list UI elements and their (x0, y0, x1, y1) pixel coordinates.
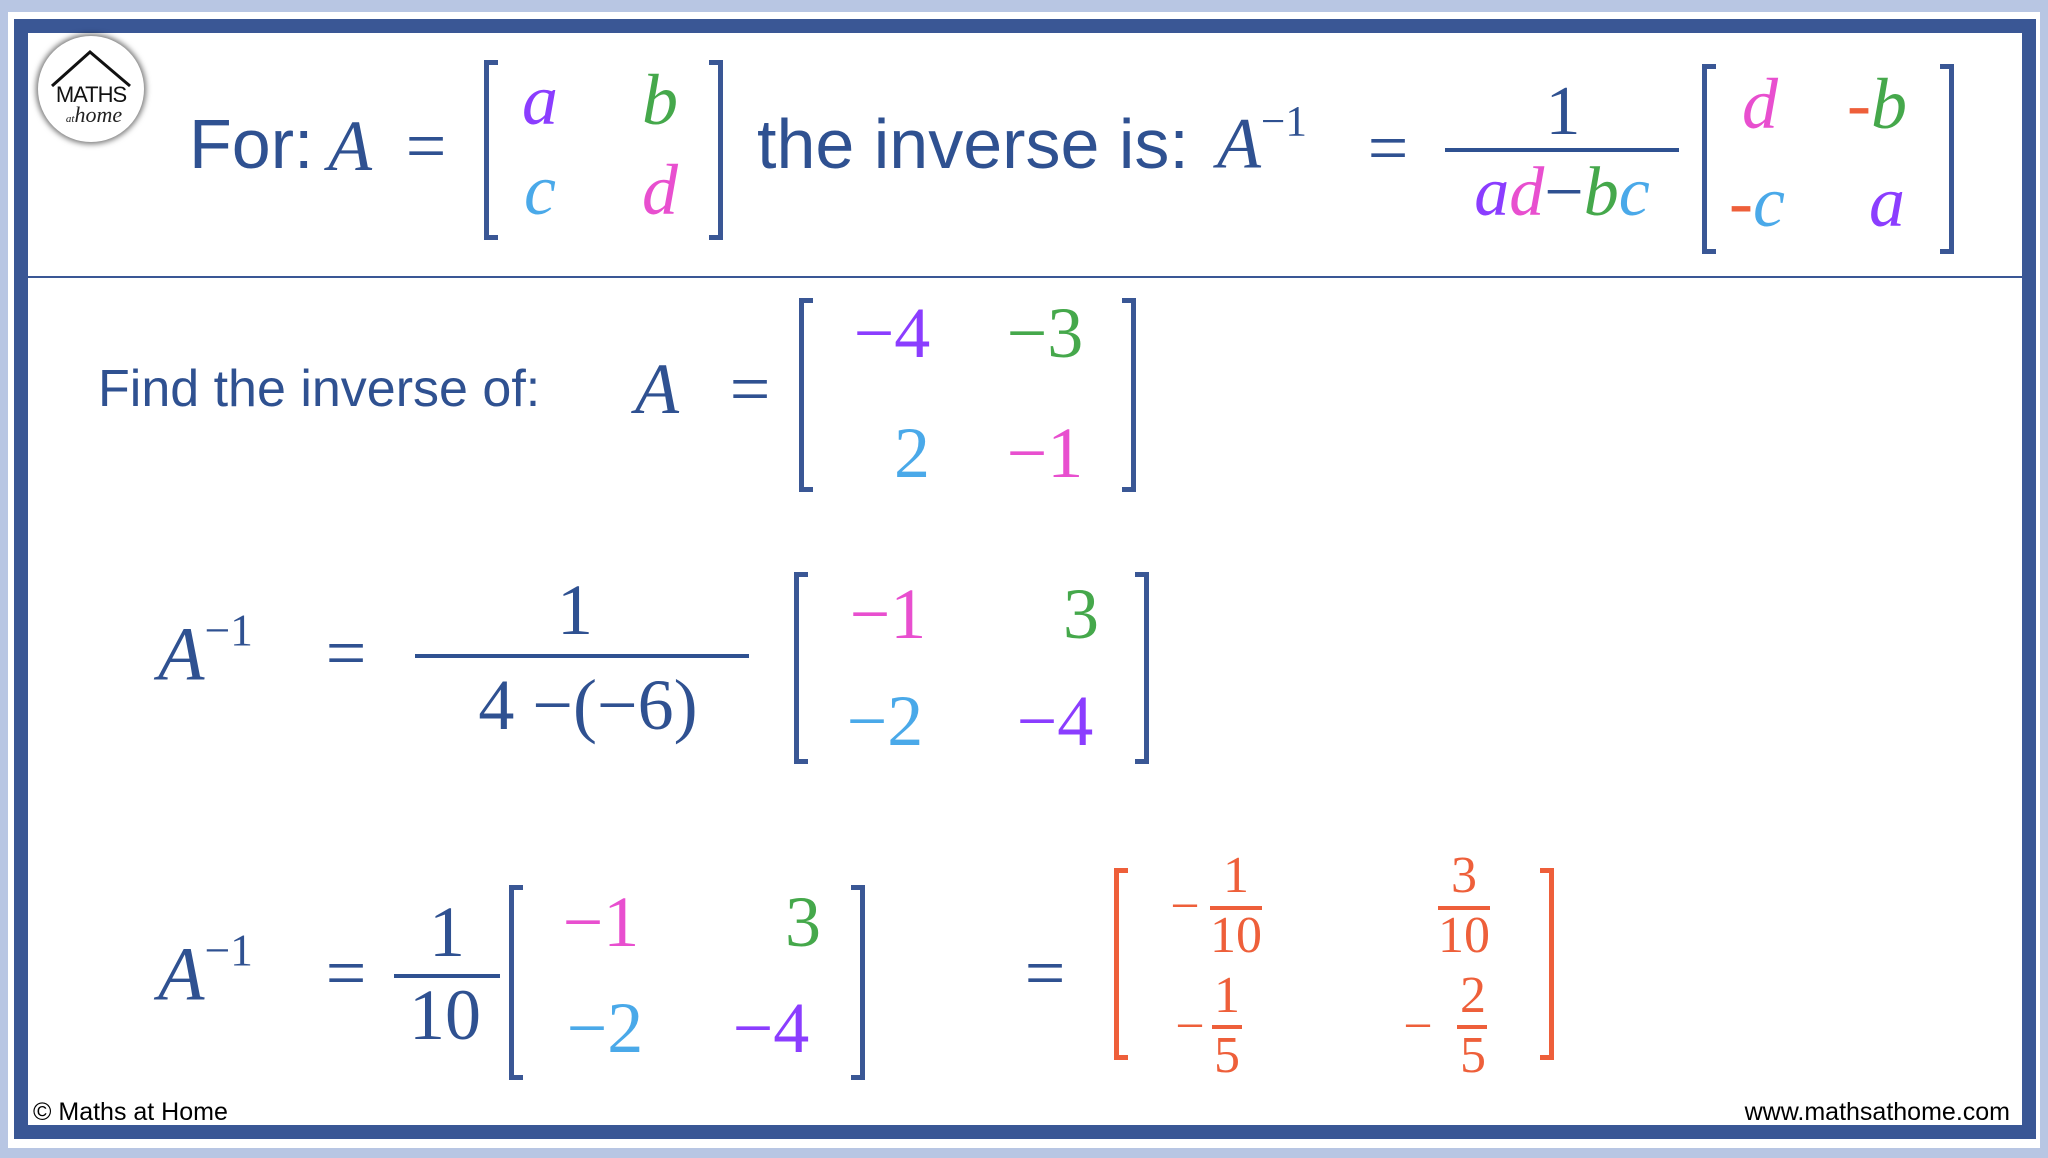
bracket-right (709, 60, 723, 240)
denominator: 10 (409, 975, 481, 1055)
label-inverse: the inverse is: (757, 105, 1189, 183)
entry: −1 (1006, 413, 1084, 493)
entry-d: d (642, 150, 678, 230)
lhs-inverse: A−1 (158, 604, 253, 697)
website-link[interactable]: www.mathsathome.com (1744, 1098, 2010, 1126)
bracket-right (1540, 868, 1554, 1060)
fraction-line (1445, 148, 1679, 152)
numerator: 1 (1545, 73, 1581, 150)
entry: −2 (566, 988, 644, 1068)
matrix-name: A (635, 349, 679, 429)
result-sign: − (1175, 998, 1205, 1055)
equals-sign: = (1367, 108, 1409, 188)
slide-frame (14, 19, 2036, 1139)
entry: 3 (1063, 574, 1099, 654)
adj-d: d (1742, 64, 1778, 144)
bracket-left (509, 885, 523, 1080)
logo-subtext: athome (65, 102, 123, 127)
adj-neg-b: -b (1847, 64, 1907, 144)
entry: −2 (846, 681, 924, 761)
lhs-inverse: A−1 (158, 924, 253, 1017)
bracket-left (799, 298, 813, 492)
entry-a: a (522, 60, 558, 140)
result-sign: − (1170, 878, 1200, 935)
result-numerator: 1 (1223, 847, 1249, 904)
denominator: ad−bc (1474, 154, 1650, 231)
entry: 2 (894, 413, 930, 493)
adj-a: a (1869, 162, 1905, 242)
roof-icon (50, 50, 131, 88)
logo-text: MATHS (55, 82, 127, 107)
result-numerator: 3 (1451, 847, 1477, 904)
entry-c: c (524, 150, 556, 230)
adj-neg-c: -c (1729, 162, 1785, 242)
entry: −1 (562, 882, 640, 962)
maths-at-home-logo: MATHS athome (38, 36, 144, 142)
result-numerator: 1 (1214, 967, 1240, 1024)
equals-sign: = (1024, 933, 1066, 1013)
fraction-line (1438, 906, 1490, 910)
fraction-line (1210, 906, 1262, 910)
result-sign: − (1403, 998, 1433, 1055)
equals-sign: = (325, 933, 367, 1013)
entry: −4 (853, 293, 931, 373)
matrix-name: A (328, 106, 372, 186)
bracket-right (851, 885, 865, 1080)
entry: −1 (849, 574, 927, 654)
copyright-text: © Maths at Home (33, 1098, 228, 1126)
result-denominator: 5 (1214, 1027, 1240, 1084)
entry: −3 (1006, 293, 1084, 373)
equals-sign: = (405, 106, 447, 186)
entry: −4 (732, 988, 810, 1068)
denominator: 4 −(−6) (478, 665, 698, 745)
numerator: 1 (557, 570, 593, 650)
result-denominator: 10 (1438, 907, 1490, 964)
fraction-line (415, 654, 749, 658)
entry: −4 (1016, 681, 1094, 761)
fraction-line (1212, 1025, 1242, 1029)
bracket-left (794, 572, 808, 764)
result-denominator: 10 (1210, 907, 1262, 964)
fraction-line (394, 974, 500, 978)
bracket-right (1135, 572, 1149, 764)
bracket-left (1114, 868, 1128, 1060)
equals-sign: = (325, 613, 367, 693)
label-for: For: (189, 105, 314, 183)
numerator: 1 (429, 892, 465, 972)
entry: 3 (785, 882, 821, 962)
result-numerator: 2 (1460, 967, 1486, 1024)
fraction-line (1457, 1025, 1487, 1029)
result-denominator: 5 (1460, 1027, 1486, 1084)
bracket-left (1702, 64, 1716, 254)
bracket-left (484, 60, 498, 240)
question-label: Find the inverse of: (98, 360, 541, 418)
bracket-right (1122, 298, 1136, 492)
bracket-right (1940, 64, 1954, 254)
equals-sign: = (729, 349, 771, 429)
entry-b: b (642, 60, 678, 140)
divider (28, 276, 2022, 278)
inverse-name: A−1 (1217, 98, 1307, 184)
